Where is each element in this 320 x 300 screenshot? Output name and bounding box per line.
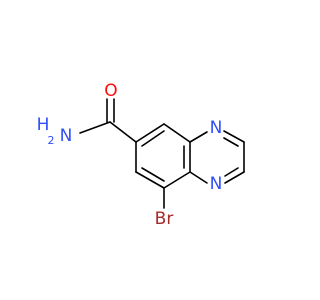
bond-n1-c2: [223, 130, 245, 143]
bond-c7-carbonyl: [109, 121, 137, 143]
bond-carbonyl-n: [79, 121, 111, 134]
ring-nitrogen-bottom-label: N: [210, 174, 223, 194]
bond-c8a-n1: [189, 131, 208, 143]
bond-c7-c8: [135, 123, 165, 143]
bond-c5-c6-inner: [141, 167, 165, 182]
amide-h-label: H: [37, 115, 50, 135]
bond-n4-c4a: [189, 171, 208, 184]
molecule-drawing: O H N 2 N N Br: [37, 81, 245, 229]
bond-n1-c2-inner: [223, 137, 239, 147]
bromine-label: Br: [155, 209, 174, 229]
ring-nitrogen-top-label: N: [210, 118, 223, 138]
amide-nitrogen-label: N: [60, 126, 73, 146]
bond-c3-n4-inner: [224, 167, 239, 177]
bond-c5-c6: [135, 171, 165, 189]
bond-c7-c8-inner: [141, 130, 165, 147]
bond-c8-c8a: [163, 123, 191, 143]
amide-h-count-label: 2: [48, 134, 55, 147]
carbonyl-oxygen-label: O: [104, 81, 117, 101]
structure-canvas: O H N 2 N N Br: [37, 81, 245, 229]
bond-c3-n4: [224, 171, 245, 184]
bond-c4a-c5: [163, 171, 191, 189]
